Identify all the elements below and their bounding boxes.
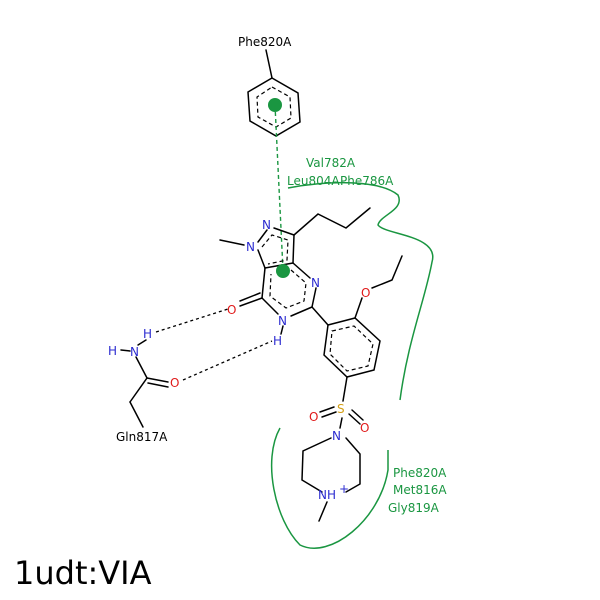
ethoxyphenyl-aromatic (329, 325, 374, 372)
bond-C5-phenyl (311, 306, 329, 326)
bond-N6-H (280, 325, 284, 335)
atom-O-sulfonyl-right: O (360, 421, 369, 435)
bond-phenyl-S (342, 376, 348, 402)
bond-S-O-left-double (319, 406, 335, 413)
bond-N-methyl (318, 501, 328, 522)
gln-bond-CH2-label (129, 401, 144, 428)
bond-C7-O (239, 297, 263, 307)
piperazine-ring-right (345, 437, 361, 493)
bond-C3a-N4 (292, 262, 311, 279)
ethoxy-chain (371, 255, 403, 289)
atom-gln-H-top: H (143, 327, 152, 341)
pocket-label-phe786: Phe786A (340, 174, 394, 188)
pyrazole-aromatic (261, 234, 289, 265)
atom-N4: N (311, 276, 320, 290)
pocket-label-leu804: Leu804A (287, 174, 340, 188)
bond-S-O-right (348, 413, 361, 425)
gln-bond-C-CH2 (129, 377, 148, 403)
atom-N-piperazine-top: N (332, 429, 341, 443)
hbond-gln-o-to-nh (182, 340, 273, 381)
residue-label-phe820-top: Phe820A (238, 35, 292, 49)
bond-S-O-right-double (351, 409, 364, 421)
atom-N1: N (246, 240, 255, 254)
pi-stacking-interaction (274, 104, 284, 271)
bond-N1-N2 (257, 229, 268, 243)
residue-label-gln817: Gln817A (116, 430, 168, 444)
pocket-label-met816: Met816A (393, 483, 447, 497)
pocket-label-gly819: Gly819A (388, 501, 440, 515)
atom-gln-H-left: H (108, 344, 117, 358)
atom-N6: N (278, 314, 287, 328)
phe820-sidechain-bond (265, 49, 273, 79)
bond-N1-C7a (257, 249, 266, 269)
bond-N2-C3 (273, 227, 295, 236)
atom-NH-piperazine: NH (318, 488, 336, 502)
gln-bond-N-C (135, 356, 148, 379)
hbond-gln-nh-to-carbonyl (155, 308, 229, 333)
diagram-title: 1udt:VIA (14, 554, 152, 592)
pyrimidinone-aromatic (269, 269, 307, 309)
pocket-label-phe820: Phe820A (393, 466, 447, 480)
bond-C7-O-double (239, 292, 261, 302)
atom-S-sulfonyl: S (337, 402, 345, 416)
bond-N6-C7 (261, 297, 279, 315)
bond-C7-C7a (261, 267, 266, 299)
piperazine-ring (301, 437, 332, 493)
gln-bond-C-O-double (147, 382, 169, 388)
bond-C5-N6 (290, 306, 313, 317)
bond-S-O-left (321, 411, 337, 418)
bond-phenyl-O-ethoxy (354, 297, 363, 319)
atom-N2: N (262, 218, 271, 232)
propyl-chain (293, 207, 371, 236)
bond-S-N-piperazine (339, 417, 343, 429)
atom-charge-plus: + (339, 482, 349, 496)
atom-O-sulfonyl-left: O (309, 410, 318, 424)
hydrophobic-contact-arc-upper (287, 181, 434, 401)
gln-bond-C-O (146, 377, 169, 383)
atom-gln-O: O (170, 376, 179, 390)
atom-O-carbonyl: O (227, 303, 236, 317)
bond-N1-methyl (219, 239, 245, 246)
atom-H-N6: H (273, 334, 282, 348)
hydrophobic-contact-arc-lower (270, 427, 389, 549)
bond-N4-C5 (311, 287, 317, 308)
gln-bond-H-N (120, 349, 131, 352)
bond-C3-C3a (292, 234, 295, 264)
atom-O-ethoxy: O (361, 286, 370, 300)
pocket-label-val782: Val782A (306, 156, 356, 170)
pi-centroid-pyrazole (276, 264, 290, 278)
gln-bond-N-H-top (137, 339, 147, 346)
atom-gln-N: N (130, 345, 139, 359)
